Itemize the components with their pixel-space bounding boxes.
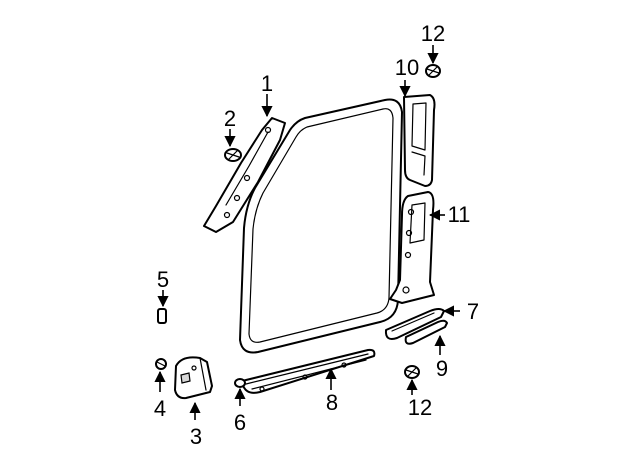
- callout-4: 4: [154, 396, 166, 421]
- b-pillar-lower-trim: [389, 191, 435, 304]
- rear-sill-plate: [404, 319, 448, 345]
- callout-12-upper: 12: [421, 21, 445, 46]
- clip-2: [224, 148, 242, 162]
- callout-labels: 1 2 3 4 5 6 7 8 9 10 11 12 12: [154, 21, 479, 449]
- a-pillar-trim: [203, 117, 286, 233]
- callout-3: 3: [190, 424, 202, 449]
- clip-5: [157, 308, 167, 324]
- clip-12-upper: [425, 64, 441, 78]
- callout-6: 6: [234, 410, 246, 435]
- callout-5: 5: [157, 267, 169, 292]
- b-pillar-upper-trim: [403, 94, 436, 187]
- clip-6: [234, 378, 246, 388]
- callout-2: 2: [224, 106, 236, 131]
- cowl-side-trim: [174, 356, 213, 400]
- clip-4: [155, 358, 167, 370]
- door-opening-weatherstrip: [239, 98, 403, 354]
- rear-scuff-plate: [384, 308, 445, 340]
- callout-1: 1: [261, 71, 273, 96]
- callout-12-lower: 12: [408, 395, 432, 420]
- leader-lines: [154, 45, 460, 420]
- callout-10: 10: [395, 55, 419, 80]
- callout-11: 11: [448, 202, 471, 227]
- front-scuff-plate: [241, 348, 376, 394]
- callout-9: 9: [436, 356, 448, 381]
- callout-7: 7: [467, 299, 479, 324]
- callout-8: 8: [326, 390, 338, 415]
- clip-12-lower: [404, 365, 420, 379]
